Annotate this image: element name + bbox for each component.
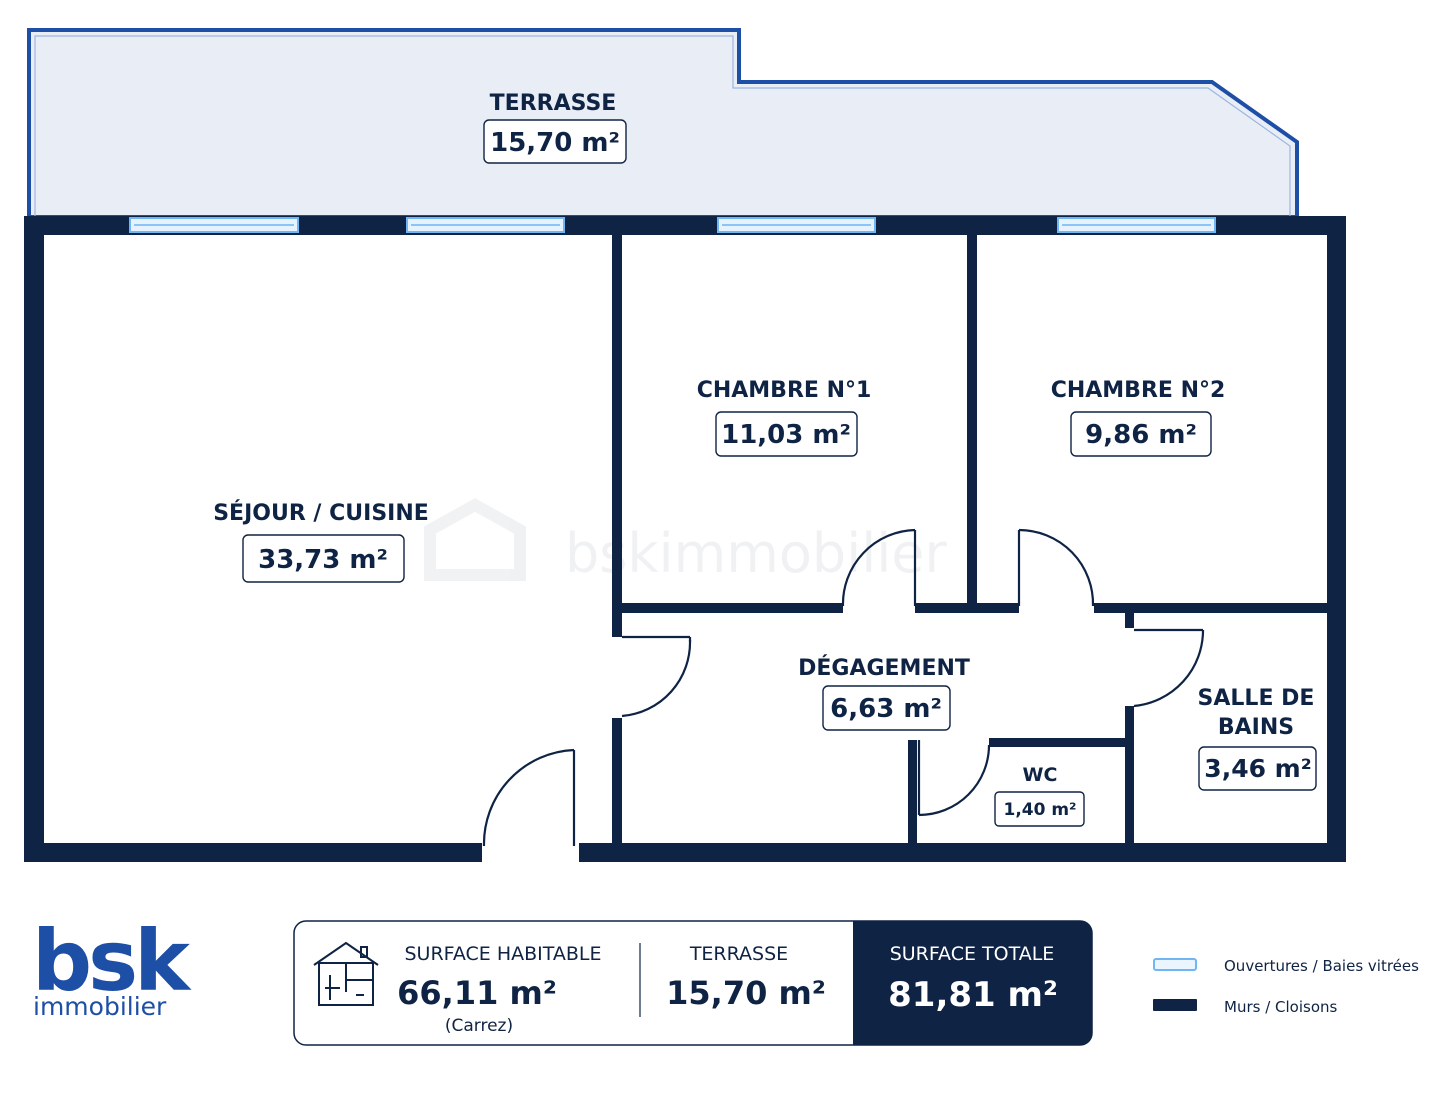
terrace-inner-line <box>34 35 1291 217</box>
wall-outer-left <box>24 216 44 862</box>
legend-walls-label: Murs / Cloisons <box>1224 998 1338 1016</box>
label-chambre1: CHAMBRE N°1 <box>697 378 872 403</box>
summary-habitable-label: SURFACE HABITABLE <box>404 943 601 965</box>
label-sdb-line2: BAINS <box>1218 715 1294 740</box>
door-entrance <box>482 748 576 847</box>
label-wc: WC <box>1023 764 1058 786</box>
summary-card: SURFACE HABITABLE 66,11 m² (Carrez) TERR… <box>293 920 1093 1046</box>
wall-chambre1-bottom-b <box>915 603 1019 613</box>
wall-outer-right <box>1327 216 1346 862</box>
area-box-sejour <box>242 534 405 583</box>
summary-total-value: 81,81 m² <box>888 975 1058 1015</box>
summary-terrasse-label: TERRASSE <box>689 943 788 965</box>
wall-sejour-deg-lower <box>612 718 622 862</box>
summary-habitable-note: (Carrez) <box>445 1016 513 1036</box>
bsk-watermark-icon: bskimmobilier <box>424 498 947 585</box>
label-chambre2: CHAMBRE N°2 <box>1051 378 1226 403</box>
legend: Ouvertures / Baies vitrées Murs / Cloiso… <box>1153 957 1419 1016</box>
wall-wc-top <box>989 738 1134 747</box>
summary-total-panel <box>853 921 1092 1045</box>
house-plan-icon <box>313 941 379 1006</box>
area-terrasse: 15,70 m² <box>490 128 620 158</box>
wall-sdb-left-top <box>1125 603 1134 628</box>
window-3 <box>717 217 876 233</box>
wall-wc-left <box>908 740 917 862</box>
area-chambre1: 11,03 m² <box>721 420 851 450</box>
door-salle-de-bains <box>1133 628 1205 708</box>
summary-terrasse-value: 15,70 m² <box>666 974 826 1012</box>
door-chambre1 <box>841 528 917 607</box>
area-chambre2: 9,86 m² <box>1085 420 1197 450</box>
area-wc: 1,40 m² <box>1003 800 1076 820</box>
legend-openings-label: Ouvertures / Baies vitrées <box>1224 957 1419 975</box>
label-terrasse: TERRASSE <box>490 91 617 116</box>
wall-outer-bottom-right <box>579 843 1346 862</box>
area-degagement: 6,63 m² <box>830 694 942 724</box>
area-box-chambre1 <box>715 411 858 457</box>
window-4 <box>1057 217 1216 233</box>
door-chambre2 <box>1017 528 1095 607</box>
legend-openings-swatch <box>1153 958 1197 971</box>
terrace-area <box>27 28 1299 219</box>
door-sejour-degagement <box>621 635 692 718</box>
legend-walls-swatch <box>1153 999 1197 1011</box>
window-1 <box>129 217 299 233</box>
wall-outer-top <box>24 216 1346 235</box>
window-2 <box>406 217 565 233</box>
area-box-terrasse <box>483 119 627 164</box>
area-box-sdb <box>1198 746 1317 791</box>
wall-chambres <box>967 216 977 605</box>
brand-sub: immobilier <box>33 992 167 1021</box>
wall-outer-bottom-left <box>24 843 482 862</box>
area-box-wc <box>994 791 1085 827</box>
area-box-degagement <box>822 685 951 731</box>
brand-name: bsk <box>32 912 192 1010</box>
label-sdb-line1: SALLE DE <box>1198 686 1315 711</box>
wall-chambre1-bottom-a <box>612 603 843 613</box>
summary-habitable-value: 66,11 m² <box>397 974 557 1012</box>
watermark-text: bskimmobilier <box>565 522 947 585</box>
label-sejour: SÉJOUR / CUISINE <box>213 500 429 526</box>
summary-total-label: SURFACE TOTALE <box>890 943 1055 965</box>
area-box-chambre2 <box>1070 411 1212 457</box>
wall-sdb-left-bottom <box>1125 706 1134 862</box>
door-wc <box>917 740 991 817</box>
area-sejour: 33,73 m² <box>258 545 388 575</box>
wall-sejour-chambre <box>612 216 622 637</box>
wall-chambre2-bottom <box>1094 603 1346 613</box>
area-sdb: 3,46 m² <box>1204 754 1311 783</box>
label-degagement: DÉGAGEMENT <box>798 655 970 681</box>
